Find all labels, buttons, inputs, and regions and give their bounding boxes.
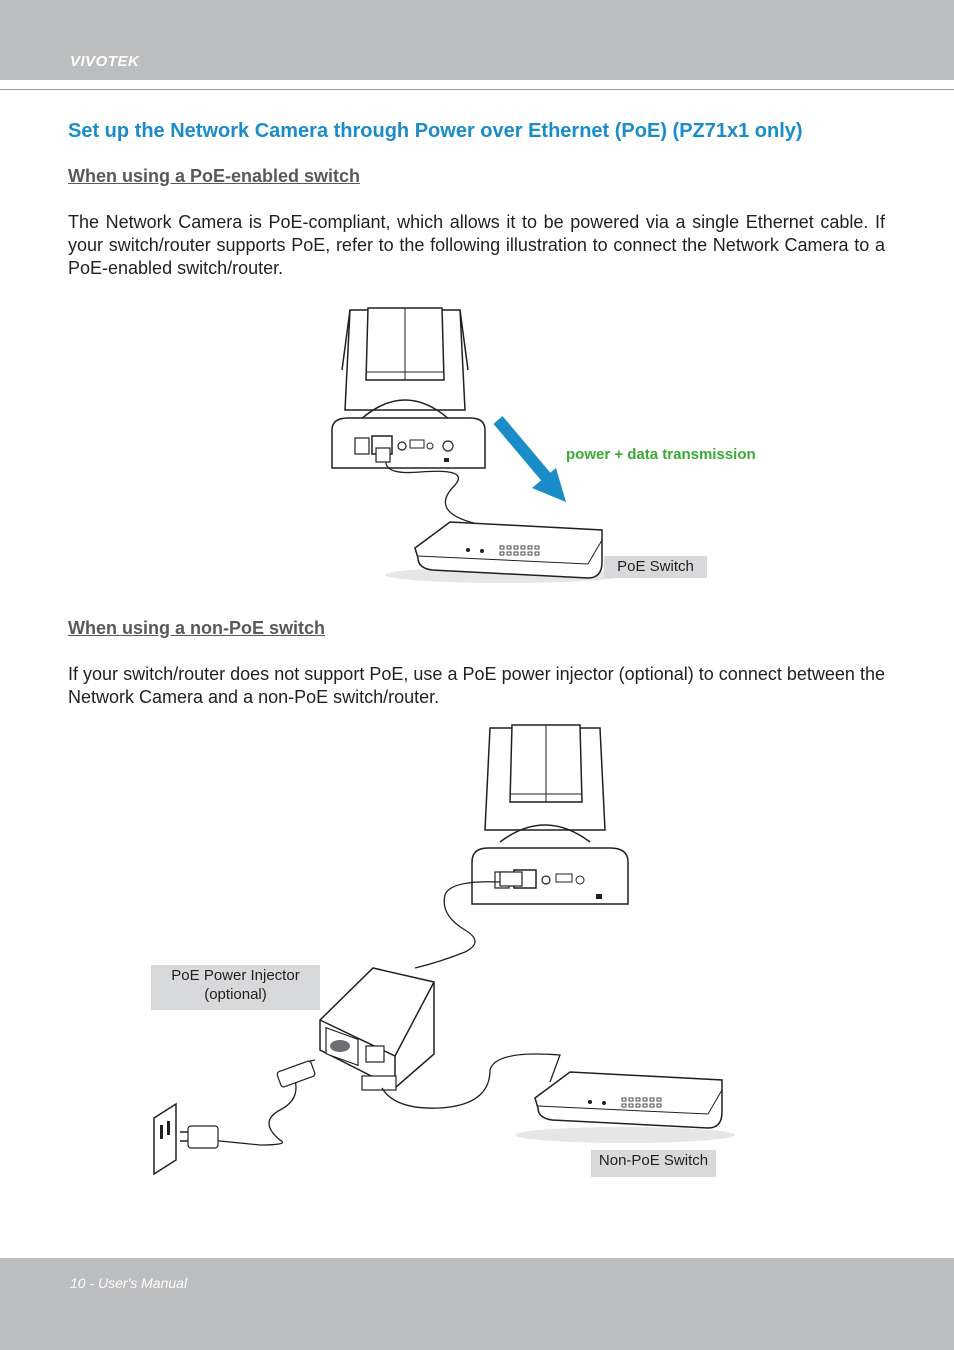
non-poe-switch-paragraph: If your switch/router does not support P… xyxy=(68,663,885,709)
brand-logo-text: VIVOTEK xyxy=(70,53,139,70)
injector-label-line1: PoE Power Injector xyxy=(151,966,320,985)
section-title: Set up the Network Camera through Power … xyxy=(68,120,803,143)
non-poe-switch-illustration xyxy=(140,720,740,1190)
non-poe-switch-heading: When using a non-PoE switch xyxy=(68,618,325,639)
wall-outlet-icon xyxy=(154,1104,218,1174)
data-flow-arrow xyxy=(498,420,566,502)
non-poe-switch-device xyxy=(515,1072,735,1143)
poe-switch-heading: When using a PoE-enabled switch xyxy=(68,166,360,187)
network-camera-illustration xyxy=(472,725,628,904)
poe-switch-label: PoE Switch xyxy=(604,556,707,578)
poe-injector-device xyxy=(320,968,434,1090)
injector-label: PoE Power Injector (optional) xyxy=(151,965,320,1010)
arrow-label: power + data transmission xyxy=(566,446,756,463)
footer-band xyxy=(0,1258,954,1350)
injector-label-line2: (optional) xyxy=(151,985,320,1004)
header-band xyxy=(0,0,954,80)
poe-switch-device xyxy=(385,522,625,583)
header-divider xyxy=(0,89,954,90)
network-camera-illustration xyxy=(332,308,485,468)
poe-switch-paragraph: The Network Camera is PoE-compliant, whi… xyxy=(68,211,885,280)
non-poe-switch-label: Non-PoE Switch xyxy=(591,1150,716,1177)
page-number: 10 - User's Manual xyxy=(70,1275,187,1291)
